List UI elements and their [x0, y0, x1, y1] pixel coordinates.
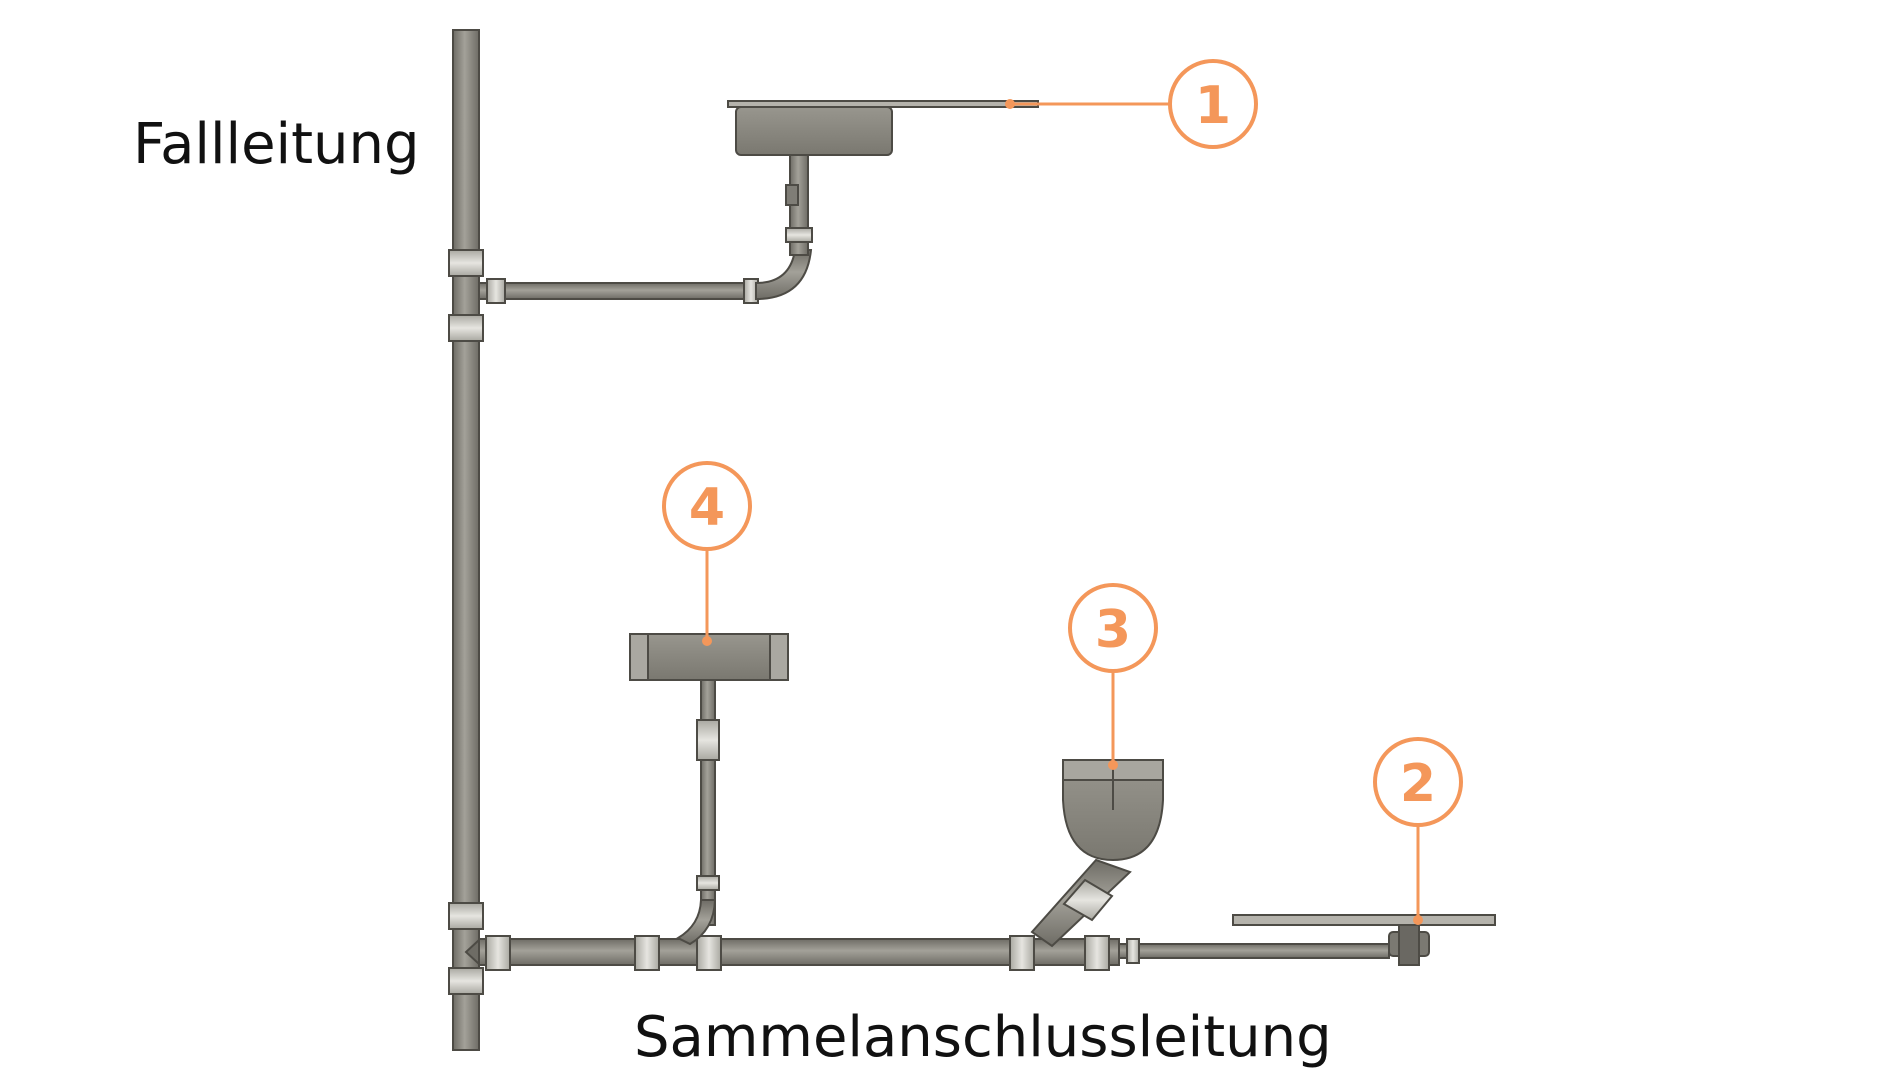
marker-4-label: 4 — [689, 478, 725, 538]
collector-pipe — [464, 935, 1390, 971]
upper-branch-pipe — [478, 154, 813, 304]
marker-4: 4 — [662, 461, 752, 646]
stack-pipe — [448, 29, 484, 1051]
marker-3-label: 3 — [1095, 600, 1131, 660]
marker-3: 3 — [1068, 583, 1158, 770]
marker-1-label: 1 — [1195, 76, 1231, 136]
marker-2: 2 — [1373, 737, 1463, 925]
stack-pipe-label: Fallleitung — [133, 112, 420, 177]
marker-1: 1 — [1005, 59, 1258, 149]
toilet-fixture — [1030, 759, 1164, 948]
sink-fixture — [727, 100, 1039, 156]
marker-2-label: 2 — [1400, 754, 1436, 814]
collector-pipe-label: Sammelanschlussleitung — [634, 1005, 1332, 1070]
floor-drain-fixture — [1232, 914, 1496, 966]
washbasin-fixture — [629, 633, 789, 946]
